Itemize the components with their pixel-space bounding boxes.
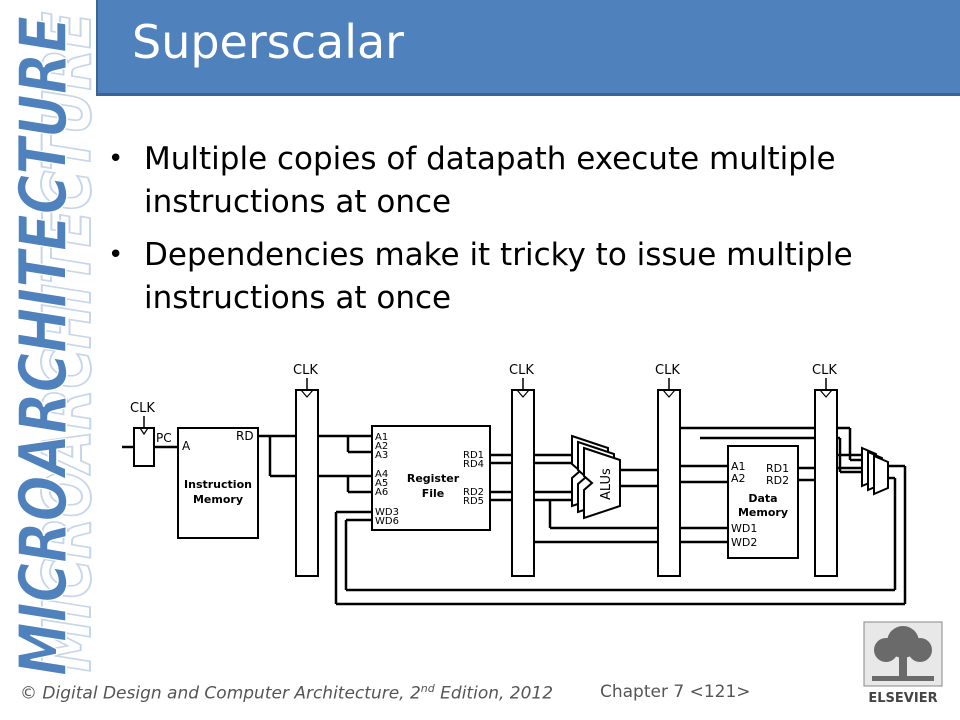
pipeline-register-1	[295, 389, 319, 577]
footer-copyright-suffix: Edition, 2012	[434, 683, 554, 704]
dmem-name-line1: Data	[748, 492, 777, 505]
imem-a-port: A	[182, 439, 191, 453]
sidebar-watermark: MICROARCHITECTURE MICROARCHITECTURE	[0, 0, 100, 690]
dmem-port-rd1: RD1	[766, 462, 789, 475]
footer-copyright: © Digital Design and Computer Architectu…	[20, 682, 553, 704]
imem-name-line1: Instruction	[184, 478, 252, 491]
footer-edition-sup: nd	[420, 682, 435, 695]
bullet-list: • Multiple copies of datapath execute mul…	[104, 138, 944, 330]
footer-copyright-prefix: © Digital Design and Computer Architectu…	[20, 683, 421, 704]
clk-label-3: CLK	[655, 363, 680, 378]
writeback-mux-group	[861, 446, 889, 496]
footer-chapter: Chapter 7 <121>	[600, 682, 751, 702]
alu-label: ALUs	[599, 468, 614, 500]
regfile-port-a5: A5	[375, 478, 388, 489]
elsevier-logo: ELSEVIER	[858, 620, 948, 708]
regfile-port-wd6: WD6	[375, 516, 399, 527]
pc-label: PC	[156, 431, 172, 445]
regfile-port-a4: A4	[375, 469, 388, 480]
bullet-item: • Dependencies make it tricky to issue mu…	[104, 234, 944, 320]
regfile-port-a6: A6	[375, 487, 388, 498]
imem-name-line2: Memory	[193, 493, 243, 506]
bullet-icon: •	[108, 144, 124, 174]
regfile-port-wd3: WD3	[375, 507, 399, 518]
title-bar: Superscalar	[96, 0, 960, 96]
alu-group: ALUs	[571, 434, 621, 520]
bullet-item: • Multiple copies of datapath execute mul…	[104, 138, 944, 224]
dmem-port-wd1: WD1	[731, 522, 757, 535]
clk-label-1: CLK	[293, 363, 318, 378]
dmem-port-a2: A2	[731, 472, 746, 485]
regfile-name-line1: Register	[407, 472, 460, 485]
regfile-port-a2: A2	[375, 441, 388, 452]
clk-label-4: CLK	[812, 363, 837, 378]
slide-title: Superscalar	[132, 15, 405, 69]
bullet-text: Multiple copies of datapath execute mult…	[144, 141, 836, 220]
regfile-port-rd2: RD2	[463, 487, 484, 498]
data-memory	[727, 445, 799, 559]
footer: © Digital Design and Computer Architectu…	[20, 682, 940, 712]
dmem-port-a1: A1	[731, 460, 746, 473]
regfile-port-rd5: RD5	[463, 496, 484, 507]
clk-label-2: CLK	[509, 363, 534, 378]
pipeline-register-4	[814, 389, 838, 577]
regfile-port-rd4: RD4	[463, 459, 484, 470]
regfile-name-line2: File	[422, 487, 445, 500]
regfile-port-a1: A1	[375, 432, 388, 443]
elsevier-logo-text: ELSEVIER	[868, 691, 937, 706]
regfile-port-a3: A3	[375, 450, 388, 461]
instruction-memory	[177, 427, 259, 539]
watermark-text: MICROARCHITECTURE	[5, 16, 82, 676]
dmem-name-line2: Memory	[738, 506, 788, 519]
watermark-shadow: MICROARCHITECTURE	[29, 12, 100, 672]
regfile-port-rd1: RD1	[463, 450, 484, 461]
register-file	[371, 425, 491, 531]
pc-clk-label: CLK	[130, 401, 155, 416]
bullet-icon: •	[108, 240, 124, 270]
dmem-port-wd2: WD2	[731, 536, 757, 549]
dmem-port-rd2: RD2	[766, 474, 789, 487]
pipeline-register-3	[657, 389, 681, 577]
superscalar-datapath-diagram: CLK PC A RD Instruction Memory CLK A1 A2…	[122, 363, 907, 606]
bullet-text: Dependencies make it tricky to issue mul…	[144, 237, 853, 316]
pipeline-register-2	[511, 389, 535, 577]
imem-rd-port: RD	[236, 429, 254, 443]
